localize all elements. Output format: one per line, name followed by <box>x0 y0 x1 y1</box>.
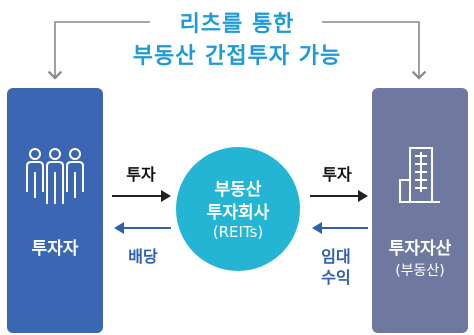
rent-income-label-line2: 수익 <box>321 268 351 287</box>
building-icon <box>399 147 440 203</box>
invest-label-left: 투자 <box>126 165 156 184</box>
investor-box: 투자자 <box>7 88 103 333</box>
invest-arrow-left <box>112 190 171 202</box>
people-icon <box>26 148 84 204</box>
invest-label-right: 투자 <box>322 165 352 184</box>
diagram-title-line2: 부동산 간접투자 가능 <box>132 44 342 69</box>
asset-label: 투자자산 <box>388 239 452 259</box>
bracket-right-line <box>322 21 427 80</box>
dividend-arrow <box>114 222 171 234</box>
asset-sublabel: (부동산) <box>395 263 445 279</box>
reit-line1: 부동산 <box>214 180 262 200</box>
reit-line3: (REITs) <box>212 223 264 241</box>
bracket-left-line <box>47 21 150 80</box>
invest-arrow-right <box>310 190 368 202</box>
rent-income-label-line1: 임대 <box>321 247 351 266</box>
reit-line2: 투자회사 <box>206 203 270 223</box>
dividend-label: 배당 <box>128 247 158 266</box>
asset-box: 투자자산 (부동산) <box>372 88 468 333</box>
investor-label: 투자자 <box>31 239 79 259</box>
diagram-title-line1: 리츠를 통한 <box>179 12 295 37</box>
rent-income-arrow <box>312 222 368 234</box>
reit-circle: 부동산 투자회사 (REITs) <box>176 147 300 271</box>
